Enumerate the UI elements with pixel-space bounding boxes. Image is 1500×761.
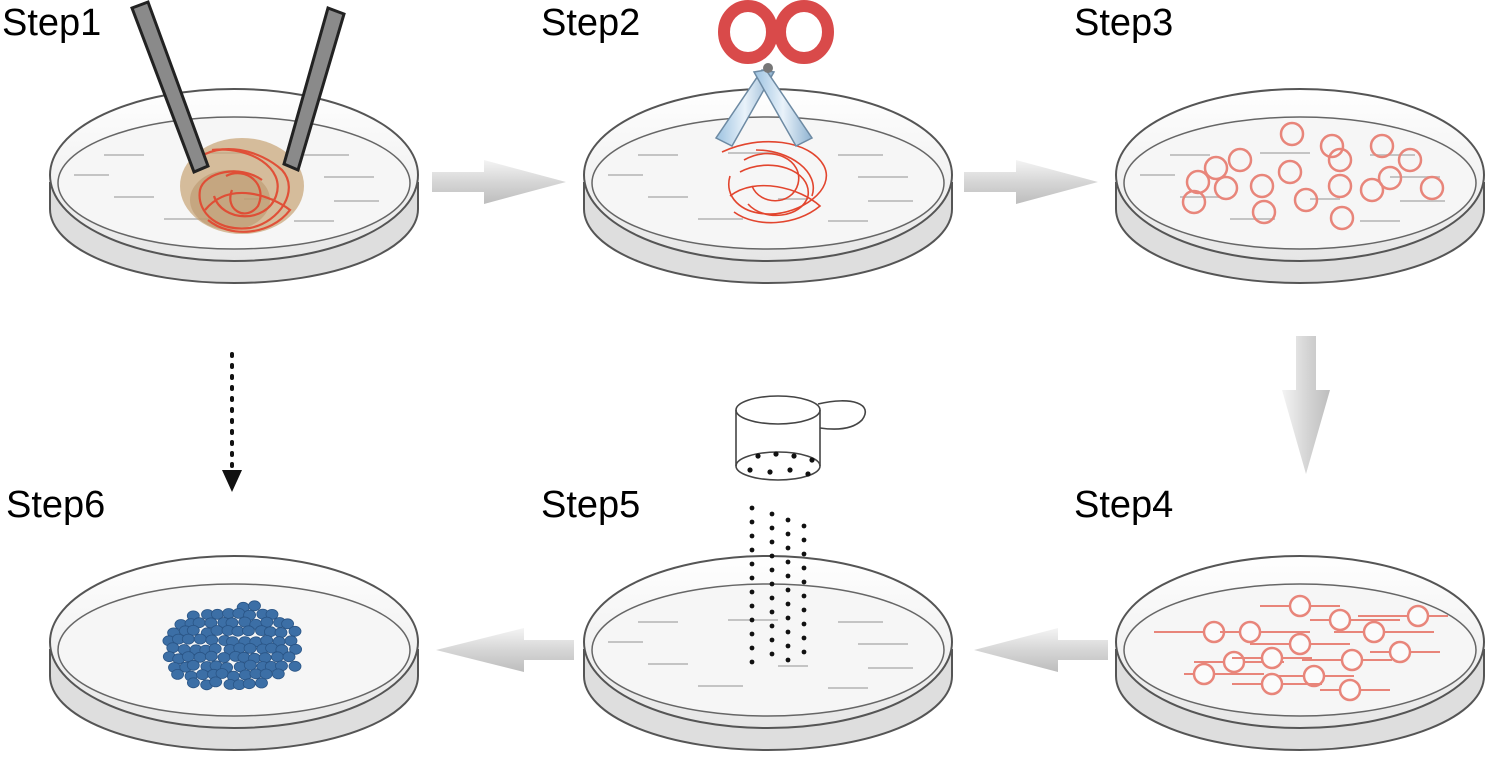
step3-label: Step3	[1074, 2, 1174, 44]
arrow-step4-to-step5	[974, 628, 1108, 672]
dish-step3	[1115, 88, 1485, 284]
arrow-step5-to-step6	[436, 628, 574, 672]
step5-label: Step5	[541, 484, 641, 526]
floating-fragments	[1181, 121, 1445, 231]
attached-fragments	[1154, 594, 1448, 702]
petri-dishes	[49, 88, 1485, 751]
step6-label: Step6	[6, 484, 106, 526]
arrow-step2-to-step3	[964, 160, 1098, 204]
tissue-sample	[180, 138, 304, 234]
sieve-icon	[735, 395, 867, 481]
step2-label: Step2	[541, 2, 641, 44]
filtrate-particles	[747, 451, 815, 665]
arrow-step1-to-step2	[432, 160, 566, 204]
forceps-right-icon	[282, 6, 346, 173]
cell-cluster	[162, 600, 303, 691]
arrow-step3-to-step4	[1282, 336, 1330, 474]
step1-label: Step1	[2, 2, 102, 44]
forceps-left-icon	[130, 0, 210, 174]
dish-step1	[49, 88, 419, 284]
scissors-icon	[714, 0, 834, 147]
arrow-step1-to-step6-dotted	[222, 352, 242, 492]
step4-label: Step4	[1074, 484, 1174, 526]
minced-tissue	[721, 140, 827, 224]
dish-step5	[583, 555, 953, 751]
dish-step2	[583, 88, 953, 284]
